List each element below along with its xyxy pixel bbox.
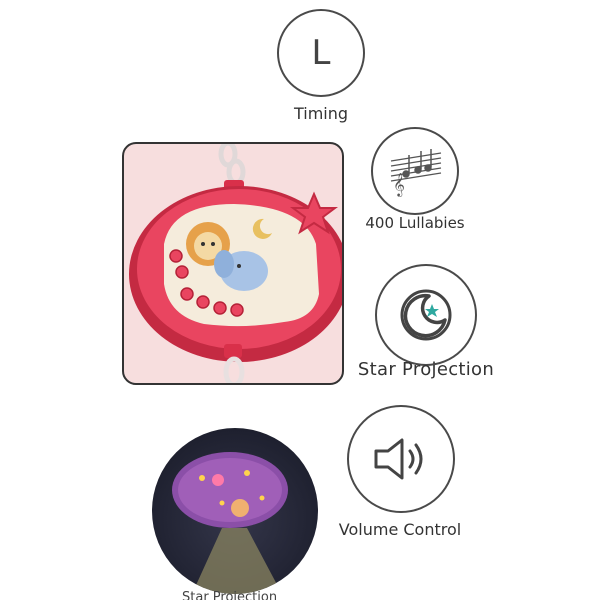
timing-label: Timing	[293, 104, 349, 123]
volume-label: Volume Control	[338, 520, 462, 539]
music-notes-icon: 𝄞	[390, 149, 442, 197]
projection-image	[152, 428, 318, 594]
lullabies-feature-circle: 𝄞	[371, 127, 459, 215]
product-image	[122, 142, 344, 385]
music-box-illustration	[129, 144, 342, 383]
svg-text:𝄞: 𝄞	[393, 172, 405, 197]
timing-feature-circle: L	[277, 9, 365, 97]
star-projection-label: Star Projection	[357, 359, 495, 380]
volume-feature-circle	[347, 405, 455, 513]
projection-caption: Star Projection	[182, 590, 278, 600]
star-projection-feature-circle	[375, 264, 477, 366]
moon-star-icon	[400, 289, 452, 341]
timing-l-icon: L	[311, 33, 331, 73]
speaker-icon	[374, 438, 423, 480]
lullabies-label: 400 Lullabies	[365, 214, 465, 232]
projection-illustration	[172, 452, 288, 594]
